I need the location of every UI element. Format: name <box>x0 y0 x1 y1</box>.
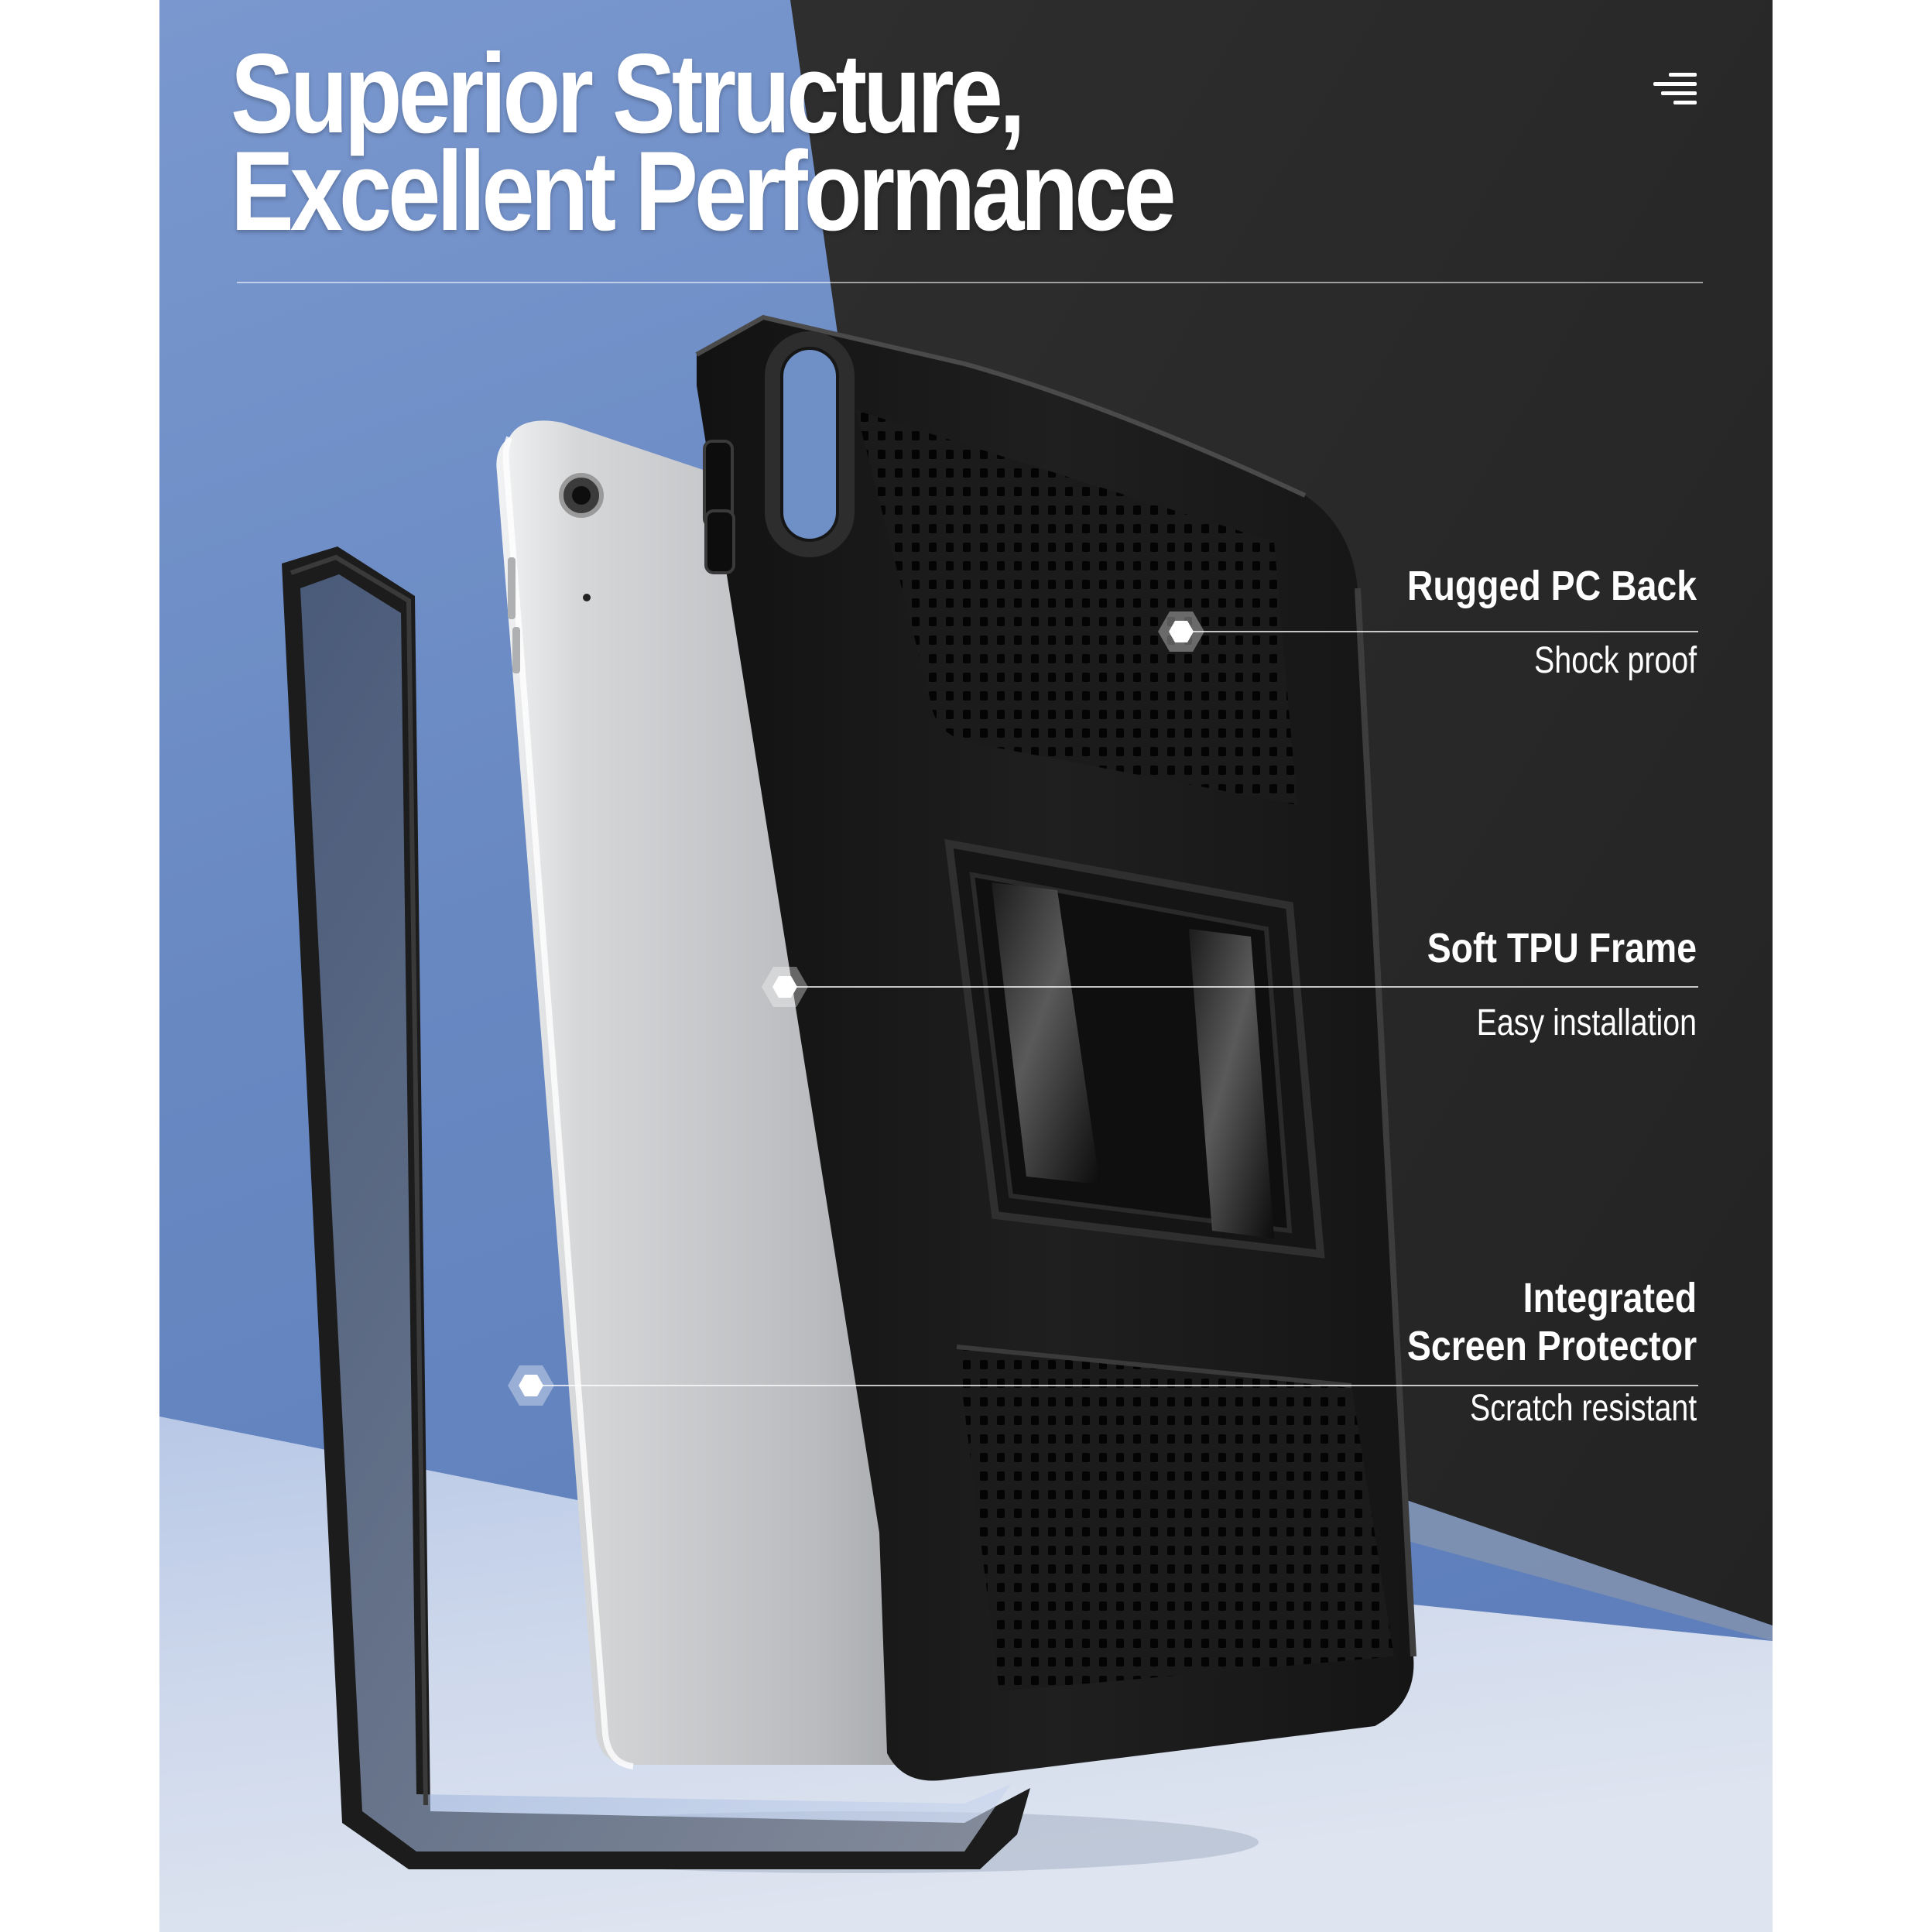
product-banner: Superior Structure, Excellent Performanc… <box>159 0 1773 1932</box>
headline-line-2: Excellent Performance <box>231 128 1177 254</box>
feature-soft-tpu-frame: Soft TPU Frame Easy installation <box>1383 924 1697 1045</box>
hamburger-menu-icon[interactable] <box>1653 71 1697 105</box>
feature-title-line-1: Integrated <box>1523 1275 1697 1321</box>
product-illustration <box>159 0 1773 1932</box>
hotspot-marker-pc-back[interactable] <box>1158 611 1204 652</box>
feature-integrated-screen-protector: Integrated Screen Protector Scratch resi… <box>1360 1274 1697 1430</box>
feature-title: Rugged PC Back <box>1406 563 1697 609</box>
feature-subtitle: Scratch resistant <box>1469 1388 1697 1429</box>
feature-rugged-pc-back: Rugged PC Back Shock proof <box>1360 562 1697 683</box>
hotspot-marker-screen-protector[interactable] <box>508 1365 554 1406</box>
feature-title-line-2: Screen Protector <box>1406 1323 1697 1369</box>
feature-subtitle: Shock proof <box>1533 640 1697 681</box>
feature-subtitle: Easy installation <box>1476 1002 1697 1043</box>
feature-title: Soft TPU Frame <box>1427 925 1697 971</box>
headline-line-1: Superior Structure, <box>231 30 1026 156</box>
header-divider <box>237 282 1703 283</box>
hotspot-marker-tpu-frame[interactable] <box>762 967 808 1007</box>
